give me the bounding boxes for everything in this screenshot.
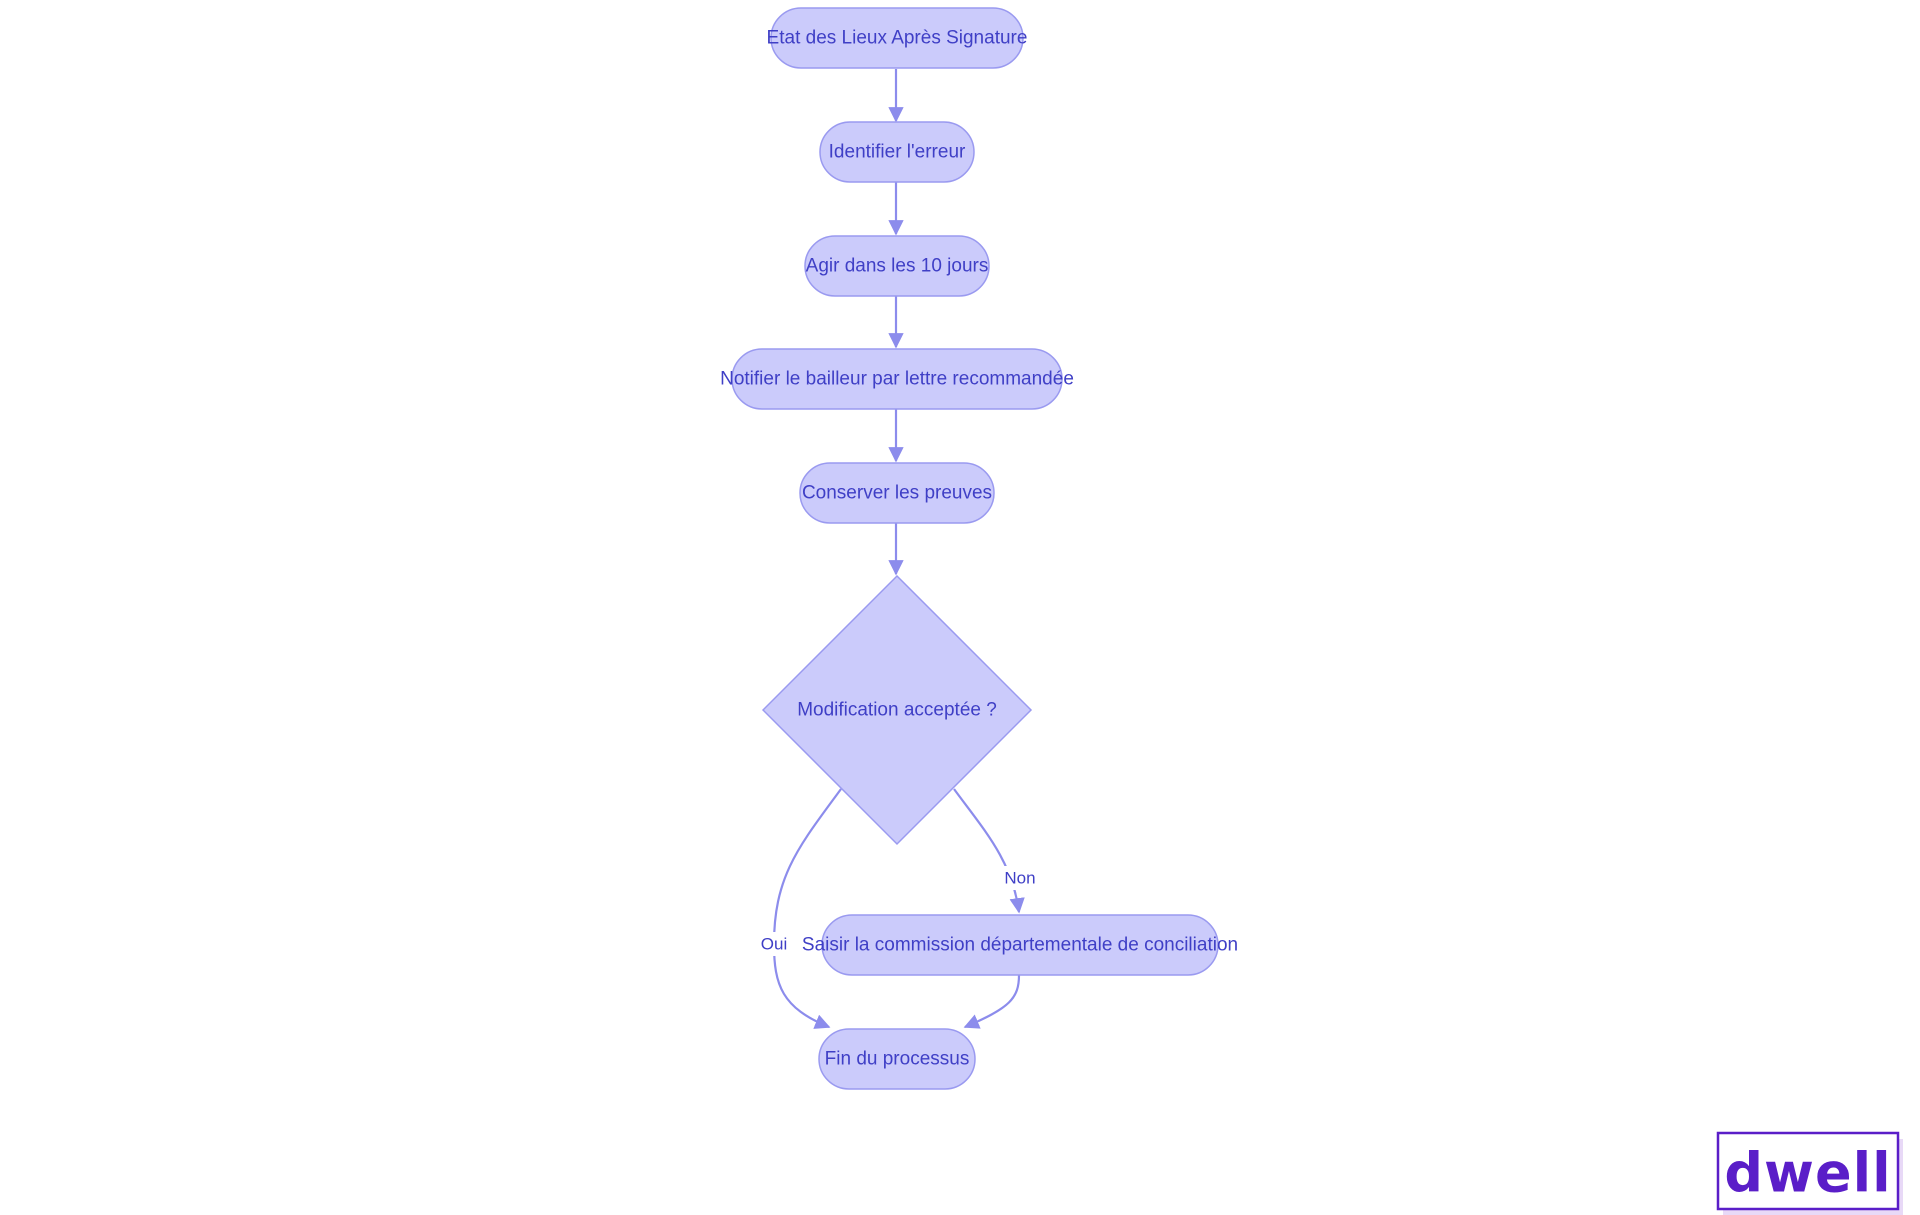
node-etat-des-lieux-label: Etat des Lieux Après Signature xyxy=(767,28,1028,49)
node-identifier-erreur: Identifier l'erreur xyxy=(819,121,975,183)
edge-label-non: Non xyxy=(1002,866,1038,890)
node-conserver-preuves-label: Conserver les preuves xyxy=(802,483,992,504)
node-fin-processus: Fin du processus xyxy=(818,1028,976,1090)
node-saisir-commission: Saisir la commission départementale de c… xyxy=(802,914,1238,976)
edge-decision-to-saisir-non xyxy=(953,788,1025,914)
node-decision-modification-label: Modification acceptée ? xyxy=(797,700,997,721)
node-notifier-bailleur-label: Notifier le bailleur par lettre recomman… xyxy=(720,369,1074,390)
node-conserver-preuves: Conserver les preuves xyxy=(799,462,995,524)
node-fin-processus-label: Fin du processus xyxy=(825,1049,970,1070)
dwell-logo: dwell xyxy=(1716,1131,1903,1215)
logo-frame xyxy=(1716,1131,1900,1211)
node-notifier-bailleur: Notifier le bailleur par lettre recomman… xyxy=(720,348,1074,410)
edge-label-oui: Oui xyxy=(758,932,790,956)
edges xyxy=(772,69,1025,1029)
node-agir-10-jours: Agir dans les 10 jours xyxy=(804,235,990,297)
edge-saisir-to-fin xyxy=(963,974,1021,1029)
node-identifier-erreur-label: Identifier l'erreur xyxy=(829,142,966,163)
edge-label-non-text: Non xyxy=(1004,869,1035,888)
node-agir-10-jours-label: Agir dans les 10 jours xyxy=(806,256,989,277)
node-saisir-commission-label: Saisir la commission départementale de c… xyxy=(802,935,1238,956)
edge-label-oui-text: Oui xyxy=(761,935,787,954)
logo-text: dwell xyxy=(1724,1142,1891,1205)
node-decision-modification: Modification acceptée ? xyxy=(761,574,1033,846)
edge-decision-to-fin-oui xyxy=(772,788,842,1029)
node-etat-des-lieux: Etat des Lieux Après Signature xyxy=(767,7,1028,69)
